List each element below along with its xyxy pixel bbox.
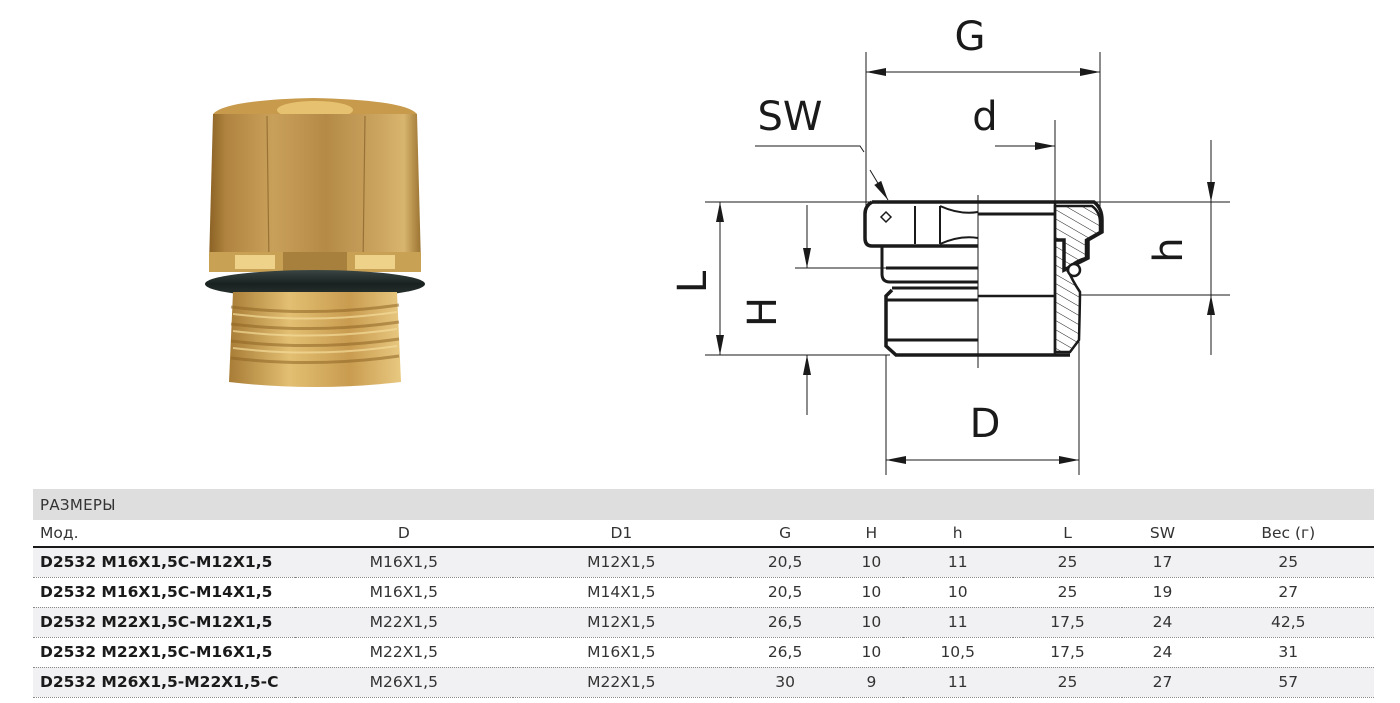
cell-D1: M12X1,5 xyxy=(512,547,731,578)
cell-model: D2532 M16X1,5C-M14X1,5 xyxy=(33,577,295,608)
cell-D: M16X1,5 xyxy=(295,577,513,608)
cell-h: 10 xyxy=(902,577,1013,608)
cell-h: 10,5 xyxy=(902,637,1013,668)
cell-model: D2532 M16X1,5C-M12X1,5 xyxy=(33,547,295,578)
sw-leader xyxy=(755,145,865,153)
cell-h: 11 xyxy=(902,667,1013,698)
hex-outline xyxy=(872,200,1104,273)
cell-H: 10 xyxy=(839,547,903,578)
table-row: D2532 M22X1,5C-M12X1,5 M22X1,5 M12X1,5 2… xyxy=(33,607,1374,638)
table-row: D2532 M22X1,5C-M16X1,5 M22X1,5 M16X1,5 2… xyxy=(33,637,1374,668)
label-L: L xyxy=(670,270,716,293)
cell-SW: 17 xyxy=(1122,547,1203,578)
col-header-weight: Вес (г) xyxy=(1202,520,1374,548)
cell-D1: M14X1,5 xyxy=(512,577,731,608)
cell-H: 10 xyxy=(839,577,903,608)
cell-D: M26X1,5 xyxy=(295,667,513,698)
cell-D: M22X1,5 xyxy=(295,637,513,668)
table-row: D2532 M26X1,5-M22X1,5-C M26X1,5 M22X1,5 … xyxy=(33,667,1374,698)
cell-D1: M16X1,5 xyxy=(512,637,731,668)
cell-weight: 27 xyxy=(1202,577,1374,608)
cell-weight: 25 xyxy=(1202,547,1374,578)
cell-L: 17,5 xyxy=(1012,637,1123,668)
dimensions-table: РАЗМЕРЫ Мод. D D1 G H h L SW Вес (г) D25… xyxy=(33,489,1374,698)
hatched-section xyxy=(1053,204,1102,354)
col-header-D1: D1 xyxy=(512,520,731,548)
cell-D1: M22X1,5 xyxy=(512,667,731,698)
cell-G: 30 xyxy=(730,667,840,698)
col-header-H: H xyxy=(839,520,903,548)
cell-G: 26,5 xyxy=(730,607,840,638)
ball-detail xyxy=(1066,262,1082,278)
label-sw: SW xyxy=(758,94,823,140)
col-header-L: L xyxy=(1012,520,1123,548)
section-header-row: РАЗМЕРЫ xyxy=(33,489,1374,520)
cell-G: 26,5 xyxy=(730,637,840,668)
cell-D1: M12X1,5 xyxy=(512,607,731,638)
cell-H: 9 xyxy=(839,667,903,698)
cell-SW: 24 xyxy=(1122,607,1203,638)
cell-H: 10 xyxy=(839,607,903,638)
label-H: H xyxy=(740,297,786,327)
col-header-SW: SW xyxy=(1122,520,1203,548)
cell-D: M22X1,5 xyxy=(295,607,513,638)
cell-h: 11 xyxy=(902,547,1013,578)
cell-L: 17,5 xyxy=(1012,607,1123,638)
label-h: h xyxy=(1146,237,1192,262)
col-header-G: G xyxy=(730,520,840,548)
label-g: G xyxy=(955,14,986,60)
cell-weight: 31 xyxy=(1202,637,1374,668)
label-D: D xyxy=(970,401,1001,447)
cell-weight: 57 xyxy=(1202,667,1374,698)
cell-G: 20,5 xyxy=(730,547,840,578)
cell-G: 20,5 xyxy=(730,577,840,608)
cell-SW: 19 xyxy=(1122,577,1203,608)
table-row: D2532 M16X1,5C-M12X1,5 M16X1,5 M12X1,5 2… xyxy=(33,547,1374,578)
cell-L: 25 xyxy=(1012,547,1123,578)
cell-SW: 24 xyxy=(1122,637,1203,668)
brass-fitting-photo xyxy=(205,98,425,387)
cell-weight: 42,5 xyxy=(1202,607,1374,638)
thread-body xyxy=(229,292,401,387)
label-d: d xyxy=(972,94,997,140)
col-header-D: D xyxy=(295,520,513,548)
cell-L: 25 xyxy=(1012,667,1123,698)
cell-D: M16X1,5 xyxy=(295,547,513,578)
o-ring xyxy=(205,270,425,298)
column-header-row: Мод. D D1 G H h L SW Вес (г) xyxy=(33,520,1374,548)
cell-SW: 27 xyxy=(1122,667,1203,698)
cell-model: D2532 M26X1,5-M22X1,5-C xyxy=(33,667,295,698)
cell-model: D2532 M22X1,5C-M16X1,5 xyxy=(33,637,295,668)
cell-L: 25 xyxy=(1012,577,1123,608)
table-row: D2532 M16X1,5C-M14X1,5 M16X1,5 M14X1,5 2… xyxy=(33,577,1374,608)
cell-model: D2532 M22X1,5C-M12X1,5 xyxy=(33,607,295,638)
cell-H: 10 xyxy=(839,637,903,668)
col-header-h: h xyxy=(902,520,1013,548)
cell-h: 11 xyxy=(902,607,1013,638)
section-title: РАЗМЕРЫ xyxy=(40,495,116,514)
hex-body xyxy=(209,114,421,264)
technical-drawing: G SW d h L H D xyxy=(670,14,1230,475)
col-header-model: Мод. xyxy=(33,520,295,548)
